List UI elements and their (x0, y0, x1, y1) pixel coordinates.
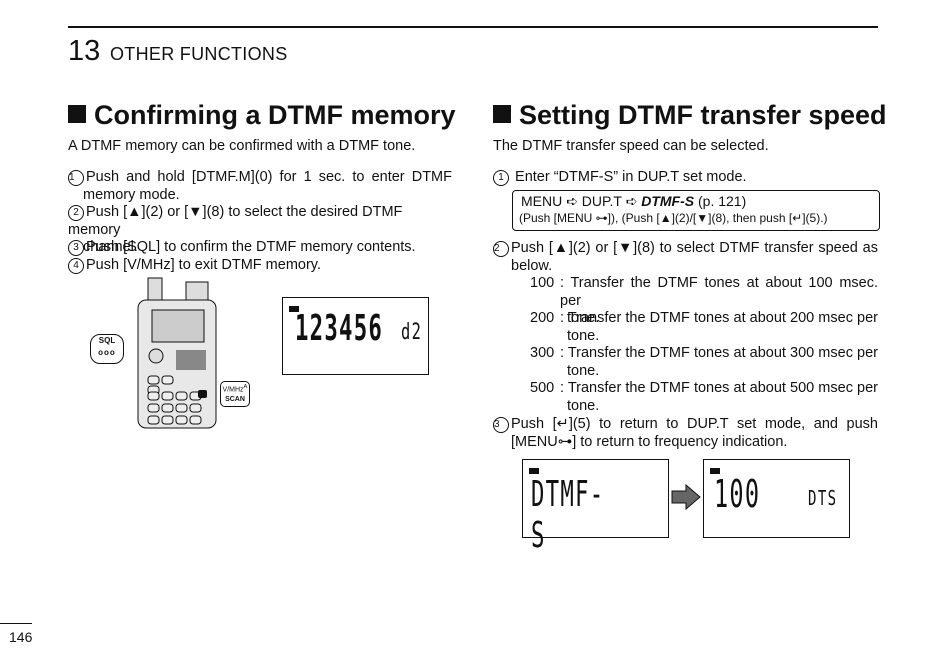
dtmf-indicator-icon (710, 468, 720, 474)
page-number: 146 (9, 629, 33, 645)
left-heading: Confirming a DTMF memory (68, 100, 456, 131)
radio-illustration (137, 277, 217, 429)
dtmf-indicator-icon (289, 306, 299, 312)
arrow-right-icon (671, 484, 701, 510)
option-300: 300: Transfer the DTMF tones at about 30… (530, 345, 878, 379)
left-intro: A DTMF memory can be confirmed with a DT… (68, 138, 416, 154)
right-step-1: 1 Enter “DTMF-S” in DUP.T set mode. (493, 169, 747, 187)
lcd-dtmf-speed: 100 DTS (703, 459, 850, 538)
option-500: 500: Transfer the DTMF tones at about 50… (530, 380, 878, 414)
top-rule (68, 26, 878, 28)
chapter-title: OTHER FUNCTIONS (110, 44, 288, 64)
square-bullet-icon (493, 105, 511, 123)
square-bullet-icon (68, 105, 86, 123)
dtmf-indicator-icon (529, 468, 539, 474)
page-rule (0, 623, 32, 624)
option-100: 100: Transfer the DTMF tones at about 10… (530, 275, 878, 327)
option-200: 200: Transfer the DTMF tones at about 20… (530, 310, 878, 344)
menu-path-box: MENU ➪ DUP.T ➪ DTMF-S (p. 121) (Push [ME… (512, 190, 880, 231)
lcd-dtmf-memory: 123456 d2 (282, 297, 429, 375)
lcd-dtmf-s: DTMF-S (522, 459, 669, 556)
right-intro: The DTMF transfer speed can be selected. (493, 138, 769, 154)
chapter-number: 13 (68, 35, 101, 67)
right-heading: Setting DTMF transfer speed (493, 100, 887, 131)
